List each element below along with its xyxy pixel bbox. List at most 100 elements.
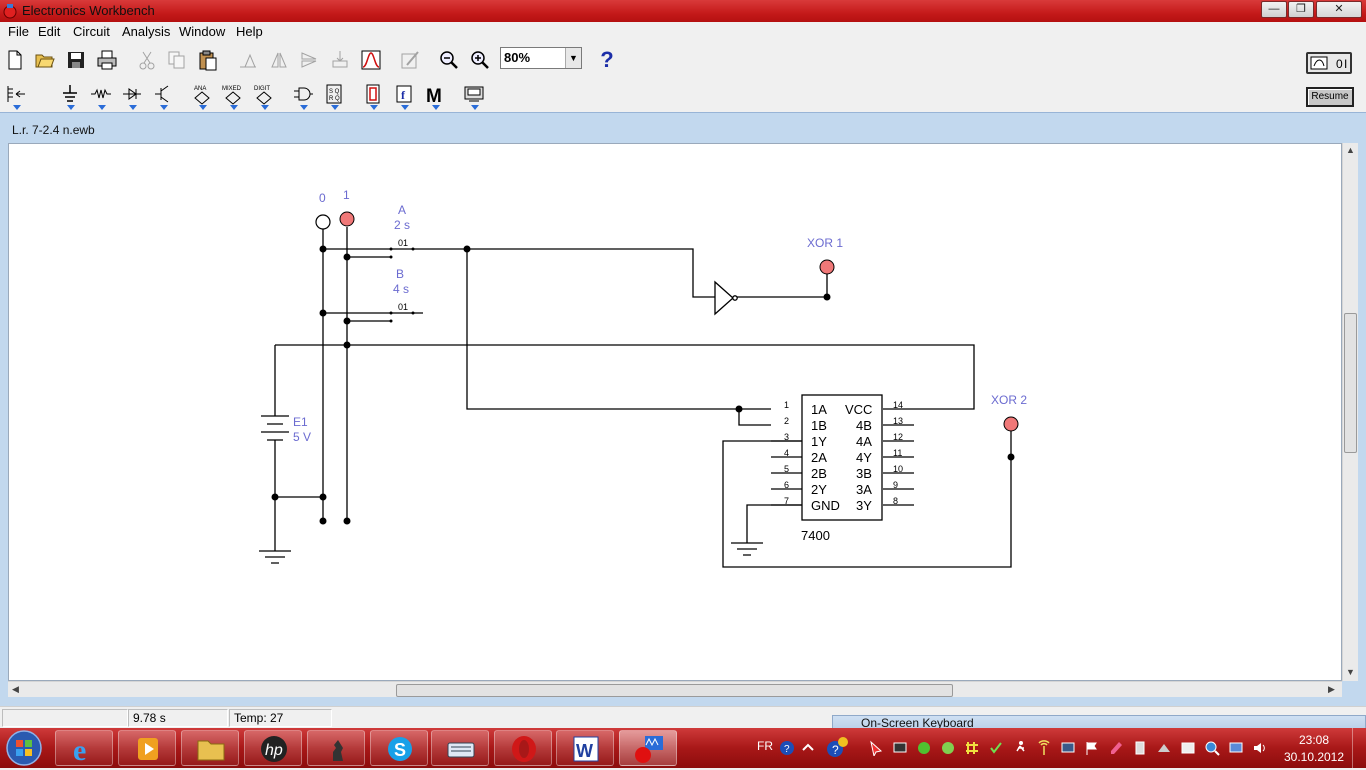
display-tray-icon[interactable] xyxy=(1228,740,1244,756)
status-message xyxy=(2,709,128,727)
probe-1-label: 1 xyxy=(343,188,350,202)
chip-7400[interactable]: 1 2 3 4 5 6 7 1A 1B 1Y 2A 2B 2Y GND VCC … xyxy=(784,400,903,543)
action-center-icon[interactable]: ? xyxy=(826,736,848,758)
open-file-button[interactable] xyxy=(31,46,59,74)
svg-text:ANA: ANA xyxy=(194,86,206,92)
taskbar-internet-explorer[interactable]: e xyxy=(55,730,113,766)
start-button[interactable] xyxy=(4,729,44,767)
windows-logo-icon xyxy=(6,730,42,766)
help-tray-icon[interactable]: ? xyxy=(779,740,795,756)
flag-tray-icon[interactable] xyxy=(1084,740,1100,756)
favorites-bin-button[interactable] xyxy=(2,80,30,110)
scroll-left-icon[interactable]: ◀ xyxy=(12,684,19,694)
horizontal-scrollbar[interactable]: ◀ ▶ xyxy=(8,681,1342,697)
close-button[interactable]: ✕ xyxy=(1316,1,1362,18)
logic-gates-bin-button[interactable] xyxy=(289,80,317,110)
window-tray-icon[interactable] xyxy=(1180,740,1196,756)
signal-tray-icon[interactable] xyxy=(1036,740,1052,756)
vertical-scrollbar[interactable]: ▲ ▼ xyxy=(1342,143,1358,681)
mixed-ics-bin-button[interactable]: MIXED xyxy=(219,80,247,110)
cursor-tray-icon[interactable] xyxy=(868,740,884,756)
basic-bin-button[interactable] xyxy=(87,80,115,110)
power-switch[interactable]: 0 I xyxy=(1306,52,1352,74)
rotate-button[interactable] xyxy=(234,46,262,74)
language-indicator[interactable]: FR xyxy=(757,739,773,753)
miscellaneous-bin-button[interactable]: M xyxy=(421,80,449,110)
taskbar-chess[interactable] xyxy=(307,730,365,766)
green-tray-icon[interactable] xyxy=(916,740,932,756)
sources-bin-button[interactable] xyxy=(56,80,84,110)
menu-analysis[interactable]: Analysis xyxy=(122,24,171,39)
sync-tray-icon[interactable] xyxy=(940,740,956,756)
save-button[interactable] xyxy=(62,46,90,74)
taskbar-media-player[interactable] xyxy=(118,730,176,766)
scroll-right-icon[interactable]: ▶ xyxy=(1328,684,1335,694)
favorites-bin-icon xyxy=(7,86,25,102)
horizontal-scroll-thumb[interactable] xyxy=(396,684,953,697)
help-button[interactable]: ? xyxy=(593,46,621,74)
show-desktop-button[interactable] xyxy=(1352,728,1366,768)
runner-tray-icon[interactable] xyxy=(1012,740,1028,756)
zoom-in-button[interactable] xyxy=(466,46,494,74)
taskbar-word[interactable]: W xyxy=(556,730,614,766)
monitor-tray-icon[interactable] xyxy=(892,740,908,756)
search-tray-icon[interactable] xyxy=(1204,740,1220,756)
diodes-bin-button[interactable] xyxy=(118,80,146,110)
new-file-button[interactable] xyxy=(1,46,29,74)
scroll-up-icon[interactable]: ▲ xyxy=(1346,145,1355,155)
flip-horizontal-button[interactable] xyxy=(265,46,293,74)
component-properties-button[interactable] xyxy=(326,46,354,74)
taskbar-skype[interactable]: S xyxy=(370,730,428,766)
menu-window[interactable]: Window xyxy=(179,24,226,39)
grid-tray-icon[interactable] xyxy=(964,740,980,756)
taskbar-hp[interactable]: hp xyxy=(244,730,302,766)
zoom-out-button[interactable] xyxy=(435,46,463,74)
minimize-button[interactable]: — xyxy=(1261,1,1287,18)
copy-button[interactable] xyxy=(163,46,191,74)
print-button[interactable] xyxy=(93,46,121,74)
zoom-select[interactable]: 80% ▼ xyxy=(500,47,582,69)
analysis-graphs-button[interactable] xyxy=(357,46,385,74)
digital-ics-bin-button[interactable]: DIGIT xyxy=(250,80,278,110)
analog-ics-bin-button[interactable]: ANA xyxy=(188,80,216,110)
network-tray-icon[interactable] xyxy=(1060,740,1076,756)
paste-button[interactable] xyxy=(194,46,222,74)
taskbar-file-explorer[interactable] xyxy=(181,730,239,766)
chess-piece-icon xyxy=(333,740,343,761)
controls-bin-button[interactable]: f xyxy=(390,80,418,110)
usb-tray-icon[interactable] xyxy=(1132,740,1148,756)
maximize-button[interactable]: ❐ xyxy=(1288,1,1314,18)
svg-text:W: W xyxy=(576,741,593,761)
clock-date[interactable]: 30.10.2012 xyxy=(1283,750,1345,764)
cut-button[interactable] xyxy=(133,46,161,74)
taskbar-keyboard[interactable] xyxy=(431,730,489,766)
menu-help[interactable]: Help xyxy=(236,24,263,39)
menu-edit[interactable]: Edit xyxy=(38,24,61,39)
window-title: Electronics Workbench xyxy=(22,3,155,18)
pin-2a-name: 2A xyxy=(811,450,827,465)
check-tray-icon[interactable] xyxy=(988,740,1004,756)
clock-time[interactable]: 23:08 xyxy=(1298,733,1330,747)
scroll-down-icon[interactable]: ▼ xyxy=(1346,667,1355,677)
instruments-bin-button[interactable] xyxy=(460,80,488,110)
zoom-out-icon xyxy=(440,51,458,69)
taskbar-electronics-workbench[interactable] xyxy=(619,730,677,766)
create-subcircuit-button[interactable] xyxy=(396,46,424,74)
vertical-scroll-thumb[interactable] xyxy=(1344,313,1357,453)
diode-icon xyxy=(123,88,141,100)
menu-circuit[interactable]: Circuit xyxy=(73,24,110,39)
flip-vertical-button[interactable] xyxy=(295,46,323,74)
volume-icon[interactable] xyxy=(1252,740,1268,756)
pencil-icon xyxy=(401,51,419,69)
devices-tray-icon[interactable] xyxy=(1156,740,1172,756)
indicators-bin-button[interactable] xyxy=(359,80,387,110)
resume-button[interactable]: Resume xyxy=(1306,87,1354,107)
circuit-canvas[interactable]: 0 1 A 2 s 01 B 4 s 01 E1 5 V XOR 1 XOR 2… xyxy=(8,143,1342,681)
menu-file[interactable]: File xyxy=(8,24,29,39)
taskbar-opera[interactable] xyxy=(494,730,552,766)
show-hidden-icons-icon[interactable] xyxy=(800,740,816,756)
pen-tray-icon[interactable] xyxy=(1108,740,1124,756)
transistors-bin-button[interactable] xyxy=(149,80,177,110)
